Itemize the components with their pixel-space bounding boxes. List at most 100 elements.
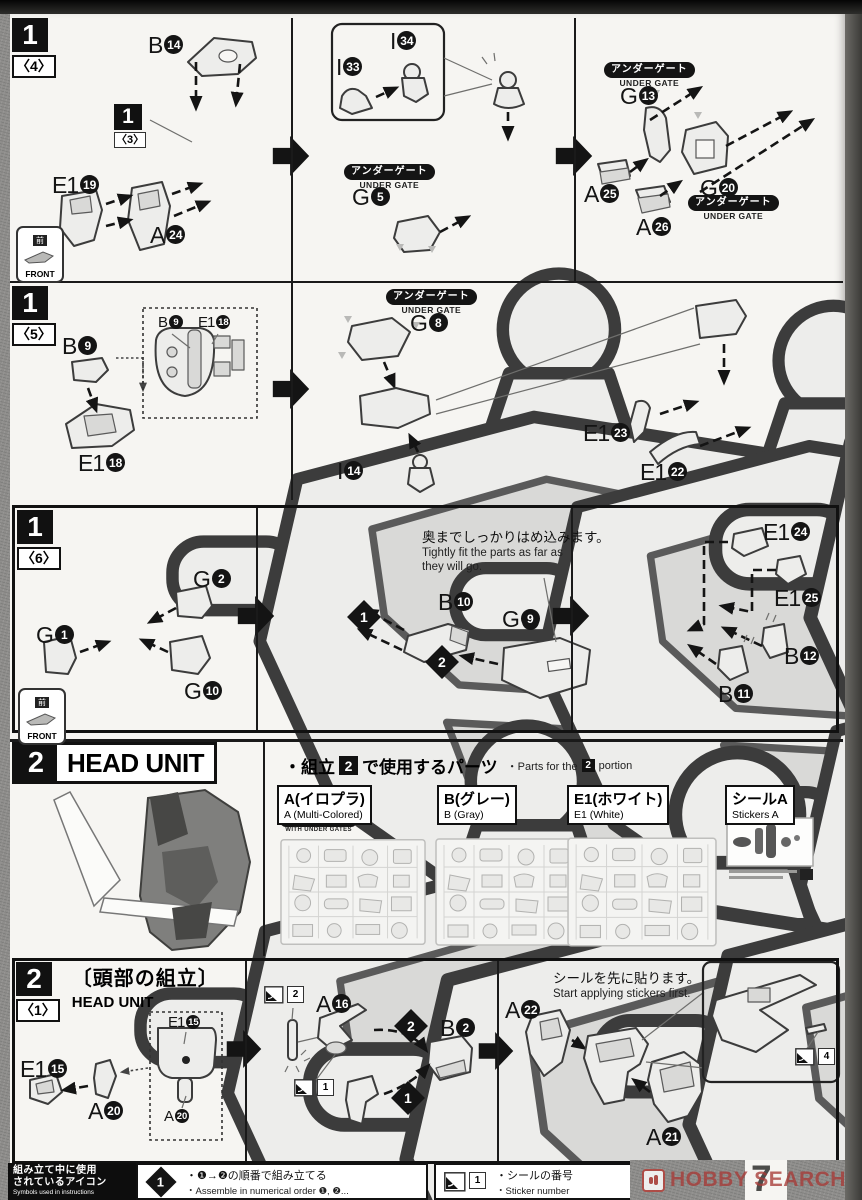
panel-divider: [574, 18, 576, 281]
watermark-text: HOBBY SEARCH: [670, 1168, 846, 1191]
scan-edge-right: [845, 14, 862, 1200]
parts-heading-jp-post: で使用するパーツ: [362, 758, 498, 777]
legend-sticker-en: ・Sticker number: [496, 1185, 570, 1197]
runner-box-A: A(イロプラ)A (Multi-Colored): [277, 785, 372, 825]
front-en: FRONT: [25, 269, 55, 279]
sticker-icon-2: 2: [264, 986, 304, 1004]
sticker-icon-4: 4: [795, 1048, 835, 1066]
step-1-6-frame: [12, 505, 839, 733]
panel-divider: [571, 508, 573, 730]
sticker-icon: 1: [444, 1171, 486, 1192]
front-part-glyph: [26, 713, 57, 726]
page-number-strip: [745, 1160, 787, 1200]
legend-assemble-order: 1 ・❶→❷の順番で組み立てる ・Assemble in numerical o…: [136, 1163, 428, 1200]
hobby-search-logo-icon: [642, 1168, 665, 1192]
panel-divider: [263, 742, 265, 956]
page-number: 7: [751, 1158, 772, 1199]
hobby-search-watermark: HOBBY SEARCH: [642, 1168, 846, 1192]
panel-divider: [245, 961, 247, 1161]
step-substep: 〈5〉: [12, 323, 56, 346]
order-diamond-2: 2: [425, 645, 459, 679]
parts-heading-en-post: portion: [598, 759, 633, 772]
front-jp: 前: [33, 235, 47, 247]
parts-heading-jp-pre: ・組立: [284, 758, 335, 777]
legend-title-jp2: されているアイコン: [13, 1176, 107, 1188]
legend-title-jp1: 組み立て中に使用: [13, 1165, 97, 1176]
panel-divider: [291, 18, 293, 281]
step-header-1〈6〉: 1〈6〉: [17, 510, 61, 570]
front-direction-icon: 前 FRONT: [18, 688, 66, 745]
front-direction-icon: 前 FRONT: [16, 226, 64, 283]
legend-title: 組み立て中に使用 されているアイコン Symbols used in instr…: [8, 1163, 136, 1200]
step-title-jp: 〔頭部の組立〕: [71, 968, 219, 990]
order-diamond-1: 1: [391, 1081, 425, 1115]
legend-assemble-jp: ・❶→❷の順番で組み立てる: [186, 1169, 327, 1182]
step-header-1〈4〉: 1〈4〉: [12, 18, 56, 78]
subassembly-callout: 1〈3〉: [114, 104, 147, 149]
instruction-note-1: 奥までしっかりはめ込みます。Tightly fit the parts as f…: [422, 530, 610, 574]
step-substep: 〈4〉: [12, 55, 56, 78]
order-diamond-2: 2: [394, 1009, 428, 1043]
section-2-header: 2 HEAD UNIT: [12, 742, 218, 784]
section-title: HEAD UNIT: [67, 748, 205, 778]
parts-used-heading: ・組立 2 で使用するパーツ ・Parts for the 2 portion: [284, 753, 632, 778]
section-divider: [10, 739, 843, 742]
front-en: FRONT: [27, 731, 57, 741]
legend-title-en: Symbols used in instructions: [13, 1189, 94, 1196]
sticker-icon-1: 1: [294, 1079, 334, 1097]
parts-heading-en-pre: ・Parts for the: [506, 760, 578, 773]
step-number-box-small: 2: [581, 759, 595, 772]
runner-box-B: B(グレー)B (Gray): [437, 785, 517, 825]
step-header-1〈5〉: 1〈5〉: [12, 286, 56, 346]
panel-divider: [291, 283, 293, 500]
front-jp: 前: [35, 697, 49, 709]
row-divider: [10, 281, 843, 283]
step-substep: 〈6〉: [17, 547, 61, 570]
step-number: 1: [12, 286, 48, 320]
step-number: 1: [17, 510, 53, 544]
numbered-diamond-icon: 1: [145, 1165, 177, 1198]
step-number-box: 2: [339, 756, 358, 775]
step-2-1-header: 2 〈1〉 〔頭部の組立〕 HEAD UNIT: [16, 962, 219, 1022]
runner-box-E: E1(ホワイト)E1 (White): [567, 785, 670, 825]
step-number: 2: [16, 962, 52, 996]
legend-sticker-number: 1 ・シールの番号 ・Sticker number: [434, 1163, 634, 1200]
panel-divider: [256, 508, 258, 730]
